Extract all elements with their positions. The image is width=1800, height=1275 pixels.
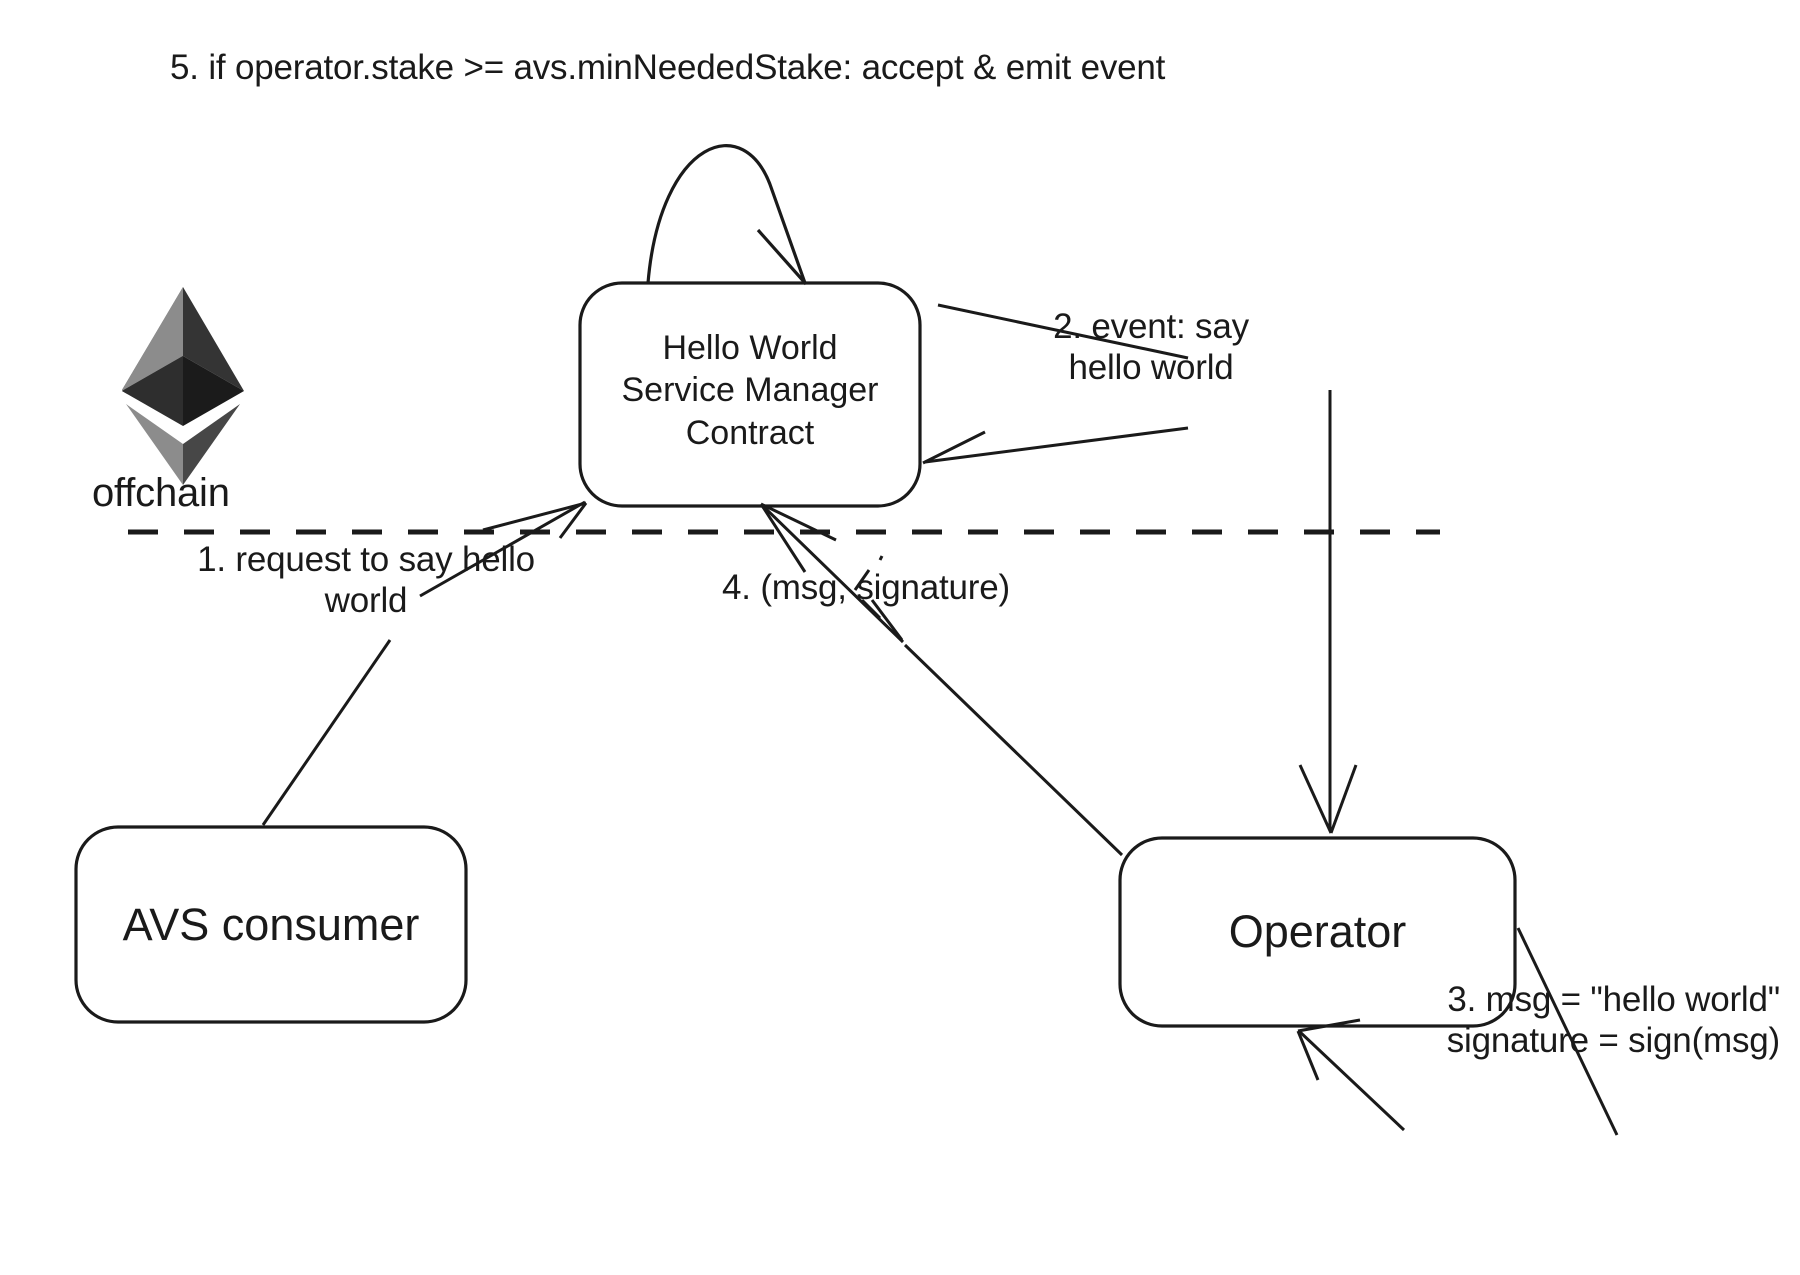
edge-self-loop-step5: [646, 144, 808, 286]
avs-consumer-box[interactable]: [74, 825, 468, 1024]
service-manager-label: Hello World Service Manager Contract: [621, 329, 879, 452]
step-5-label: 5. if operator.stake >= avs.minNeededSta…: [170, 48, 1166, 87]
operator-box[interactable]: [1118, 836, 1517, 1028]
step-3-label: 3. msg = "hello world" signature = sign(…: [1446, 980, 1781, 1061]
edge-step1-request: [261, 500, 588, 826]
ethereum-logo: [122, 287, 244, 485]
edge-step2-event: [922, 303, 1189, 465]
service-manager-box[interactable]: [578, 281, 922, 508]
edge-step2-to-operator: [1298, 390, 1358, 834]
edge-step4-msg-signature: [759, 502, 1124, 857]
avs-consumer-label: AVS consumer: [122, 898, 420, 950]
step-4-label: 4. (msg, signature): [722, 568, 1010, 607]
operator-label: Operator: [1228, 906, 1407, 958]
step-2-label: 2. event: say hello world: [1053, 307, 1249, 388]
edge-step3-msg: [1296, 927, 1619, 1136]
step-1-label: 1. request to say hello world: [197, 540, 535, 621]
offchain-label: offchain: [92, 471, 230, 515]
